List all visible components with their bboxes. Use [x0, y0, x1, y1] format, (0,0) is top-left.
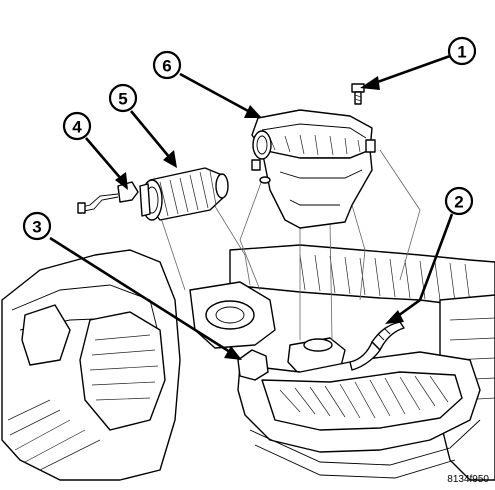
callout-1: 1 [360, 36, 477, 90]
callout-number-4: 4 [72, 118, 82, 137]
callout-circle-2 [444, 186, 474, 216]
callout-3: 3 [22, 211, 242, 360]
callout-6: 6 [152, 50, 262, 118]
callout-circle-3 [22, 211, 52, 241]
callout-circle-4 [62, 111, 92, 141]
callout-number-6: 6 [162, 57, 171, 76]
callout-number-5: 5 [118, 90, 127, 109]
bolt [351, 83, 365, 105]
callout-5: 5 [108, 83, 177, 168]
installation-guide-lines [159, 149, 421, 341]
callout-number-3: 3 [32, 218, 41, 237]
callout-4: 4 [62, 111, 128, 190]
air-cleaner-housing [251, 109, 376, 229]
figure-id: 8134f950 [447, 474, 489, 485]
inlet-air-temperature-sensor [77, 181, 139, 214]
callout-circle-6 [152, 50, 182, 80]
callout-number-2: 2 [454, 193, 463, 212]
intake-manifold [237, 349, 481, 479]
callout-number-1: 1 [457, 43, 466, 62]
air-inlet-resonator [139, 167, 229, 221]
callout-2: 2 [385, 186, 474, 324]
callout-circle-1 [447, 36, 477, 66]
make-up-air-hose [349, 321, 405, 371]
callout-circle-5 [108, 83, 138, 113]
